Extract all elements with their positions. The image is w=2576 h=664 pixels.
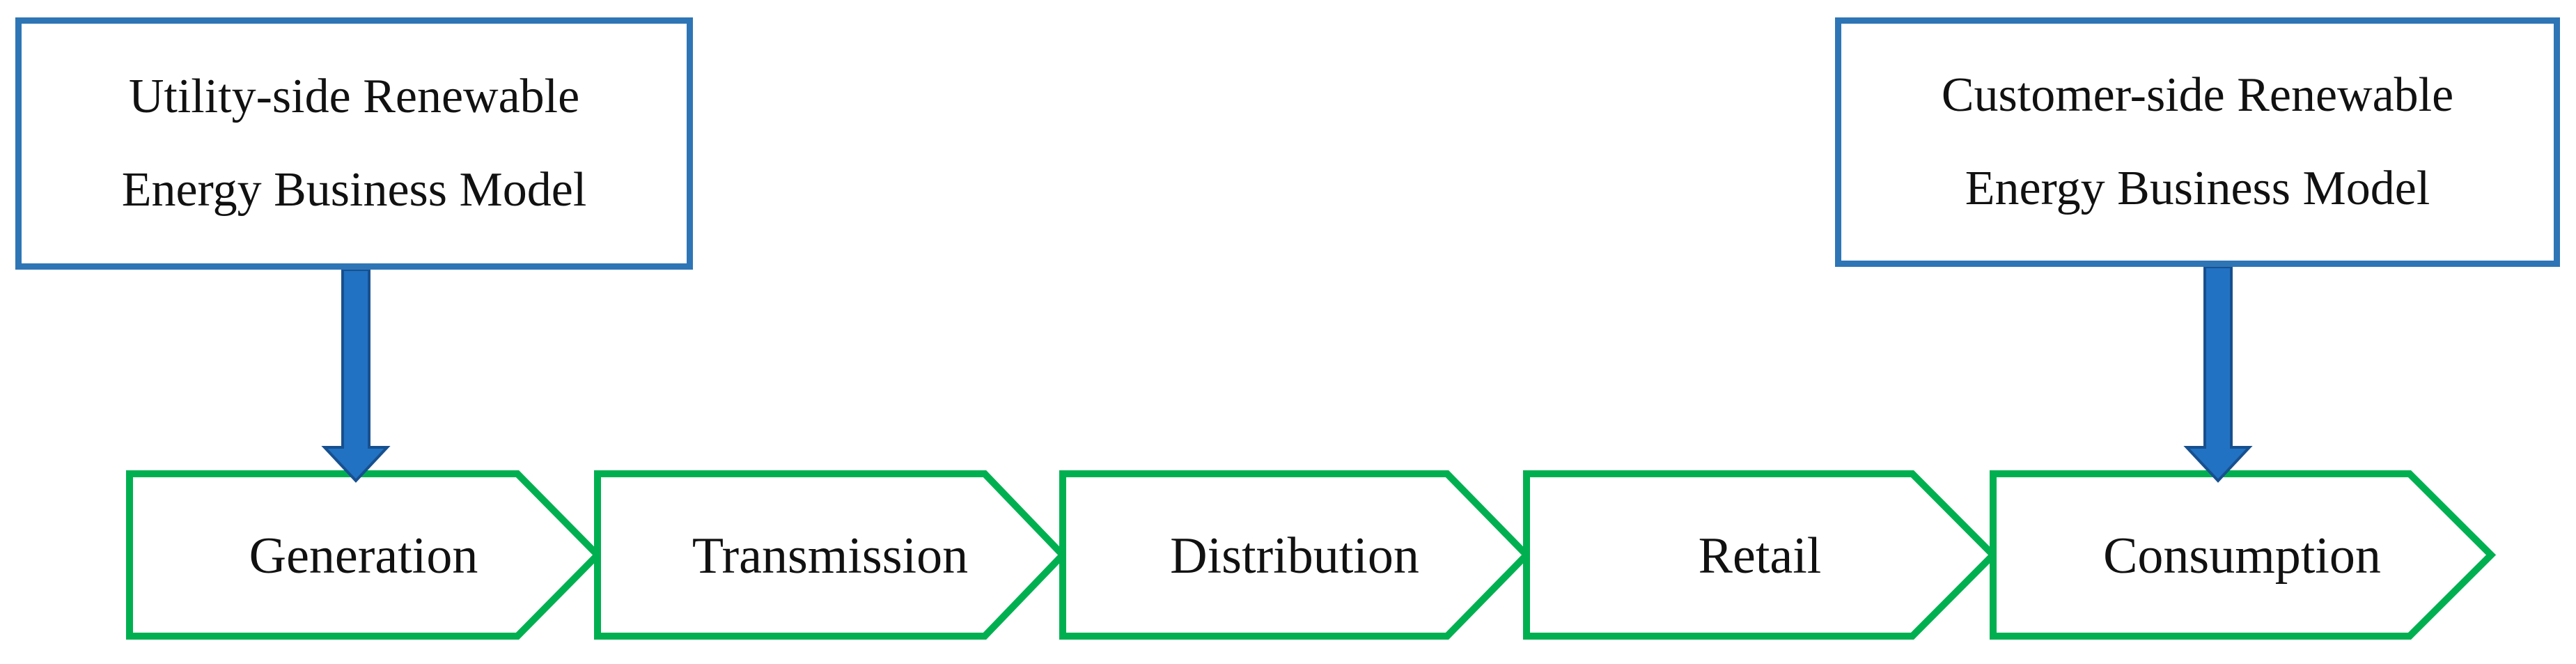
stage-shape-retail — [1523, 470, 1999, 640]
stage-shape-distribution — [1059, 470, 1531, 640]
customer-box-line2: Energy Business Model — [1965, 162, 2430, 215]
stage-label-distribution: Distribution — [1170, 527, 1419, 585]
utility-box-line1: Utility-side Renewable — [128, 70, 580, 123]
stage-label-retail: Retail — [1698, 527, 1822, 585]
stage-shape-transmission — [594, 470, 1068, 640]
utility-box-line2: Energy Business Model — [121, 163, 587, 217]
stage-label-transmission: Transmission — [692, 527, 969, 585]
utility-side-model-box: Utility-side Renewable Energy Business M… — [15, 17, 693, 270]
utility-to-generation-arrow-icon — [321, 268, 391, 483]
stage-shape-consumption — [1990, 470, 2497, 640]
stage-label-consumption: Consumption — [2103, 527, 2381, 585]
stage-shape-generation — [126, 470, 603, 640]
customer-to-consumption-arrow-icon — [2183, 265, 2253, 483]
customer-side-model-box: Customer-side Renewable Energy Business … — [1835, 17, 2560, 267]
customer-box-line1: Customer-side Renewable — [1941, 68, 2454, 122]
stage-label-generation: Generation — [249, 527, 478, 585]
